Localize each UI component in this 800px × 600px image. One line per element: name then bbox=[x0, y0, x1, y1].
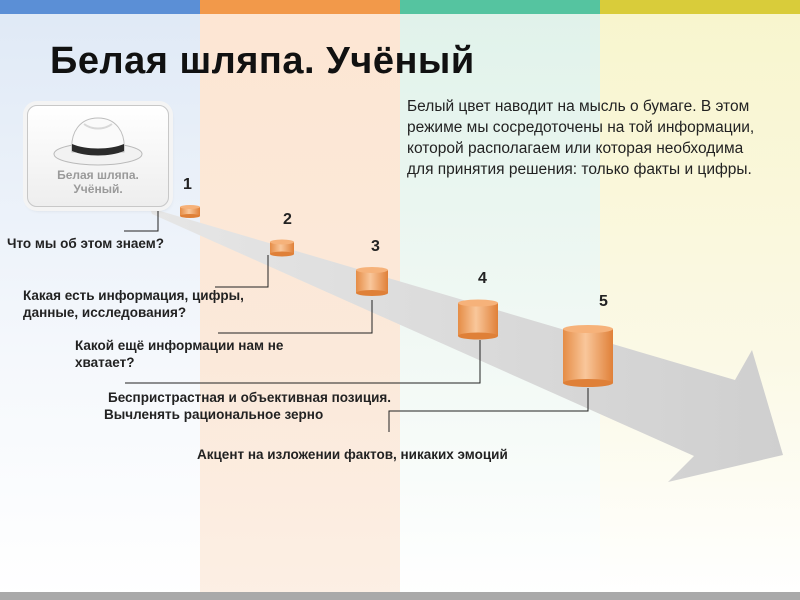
bottom-bar bbox=[0, 592, 800, 600]
cylinder-5 bbox=[563, 325, 613, 387]
step-label-3: Какой ещё информации нам не хватает? bbox=[75, 338, 284, 370]
top-bar-green bbox=[400, 0, 600, 14]
hat-card-label-line1: Белая шляпа. bbox=[57, 168, 139, 182]
cylinder-1 bbox=[180, 205, 200, 218]
cylinder-4 bbox=[458, 299, 498, 340]
background-stripe-blue bbox=[0, 0, 200, 600]
step-label-4-line2: Вычленять рациональное зерно bbox=[104, 407, 324, 422]
step-number-1: 1 bbox=[183, 176, 192, 193]
connector-line-5 bbox=[388, 388, 589, 432]
description-text: Белый цвет наводит на мысль о бумаге. В … bbox=[407, 98, 755, 178]
white-hat-icon bbox=[53, 117, 143, 166]
cylinder-2 bbox=[270, 239, 294, 257]
background-stripe-yellow bbox=[600, 0, 800, 600]
connector-line-3 bbox=[218, 300, 373, 334]
cylinder-3 bbox=[356, 267, 388, 296]
page-title: Белая шляпа. Учёный bbox=[50, 40, 475, 82]
step-number-5: 5 bbox=[599, 293, 608, 310]
connector-line-1 bbox=[124, 210, 159, 232]
hat-card-label-line2: Учёный. bbox=[73, 182, 123, 196]
top-bar-blue bbox=[0, 0, 200, 14]
step-label-4-line1: Беспристрастная и объективная позиция. bbox=[108, 390, 392, 405]
step-number-3: 3 bbox=[371, 238, 380, 255]
step-label-1: Что мы об этом знаем? bbox=[7, 236, 164, 251]
step-number-2: 2 bbox=[283, 211, 292, 228]
connector-line-4 bbox=[125, 340, 481, 384]
connector-line-2 bbox=[215, 255, 269, 288]
step-label-5: Акцент на изложении фактов, никаких эмоц… bbox=[197, 447, 508, 462]
step-number-4: 4 bbox=[478, 270, 487, 287]
flow-arrow bbox=[150, 208, 783, 482]
top-bar-yellow bbox=[600, 0, 800, 14]
step-label-2: Какая есть информация, цифры, данные, ис… bbox=[23, 288, 244, 320]
hat-card: Белая шляпа. Учёный. bbox=[27, 105, 169, 207]
top-bar-orange bbox=[200, 0, 400, 14]
